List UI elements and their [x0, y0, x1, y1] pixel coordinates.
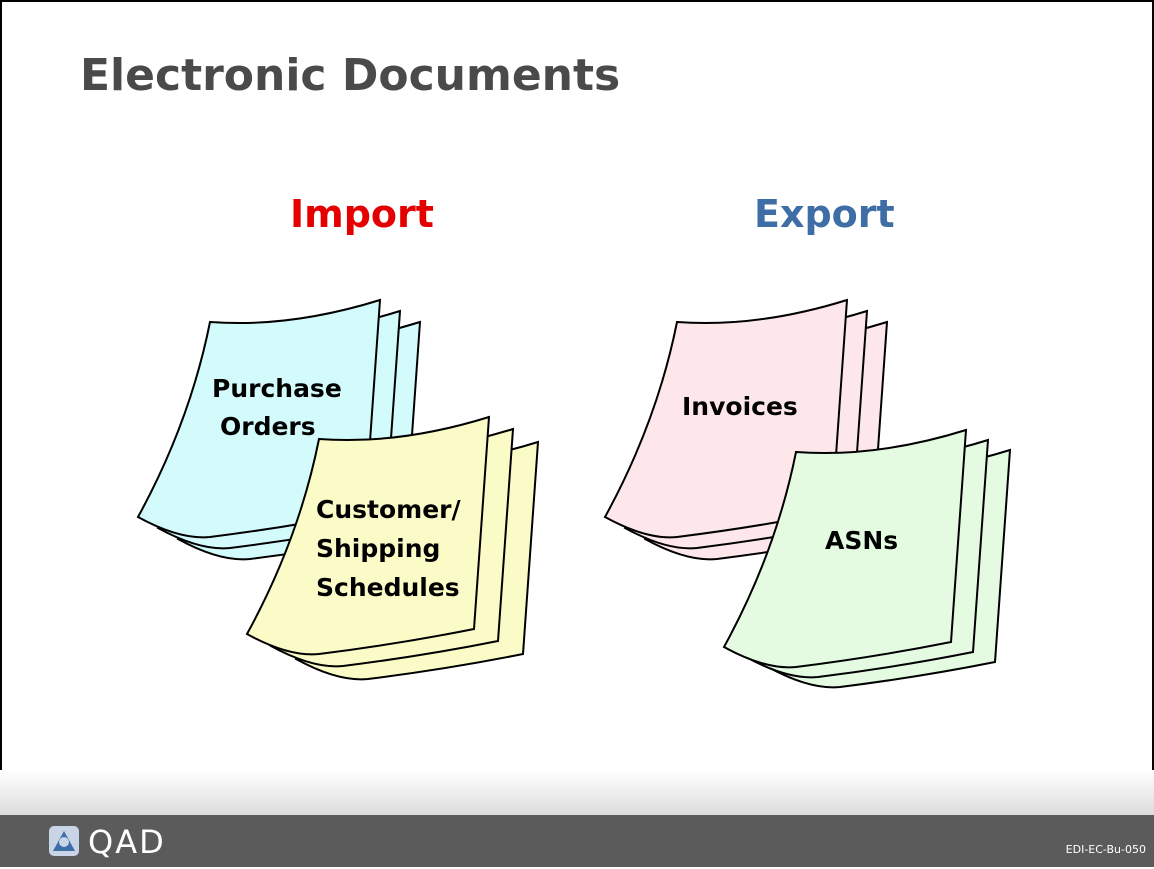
invoices-label: Invoices [682, 392, 798, 421]
asns-label: ASNs [825, 526, 898, 555]
footer-fade [0, 770, 1154, 815]
import-heading: Import [290, 192, 434, 236]
qad-logo-text: QAD [88, 823, 166, 861]
slide-code: EDI-EC-Bu-050 [1065, 843, 1146, 856]
purchase-orders-label: Purchase Orders [212, 374, 351, 441]
export-heading: Export [754, 192, 895, 236]
qad-logo-icon [49, 826, 79, 856]
schedules-label: Customer/ Shipping Schedules [316, 495, 469, 602]
slide-title: Electronic Documents [80, 50, 621, 101]
footer-bar: QAD EDI-EC-Bu-050 [0, 815, 1154, 867]
